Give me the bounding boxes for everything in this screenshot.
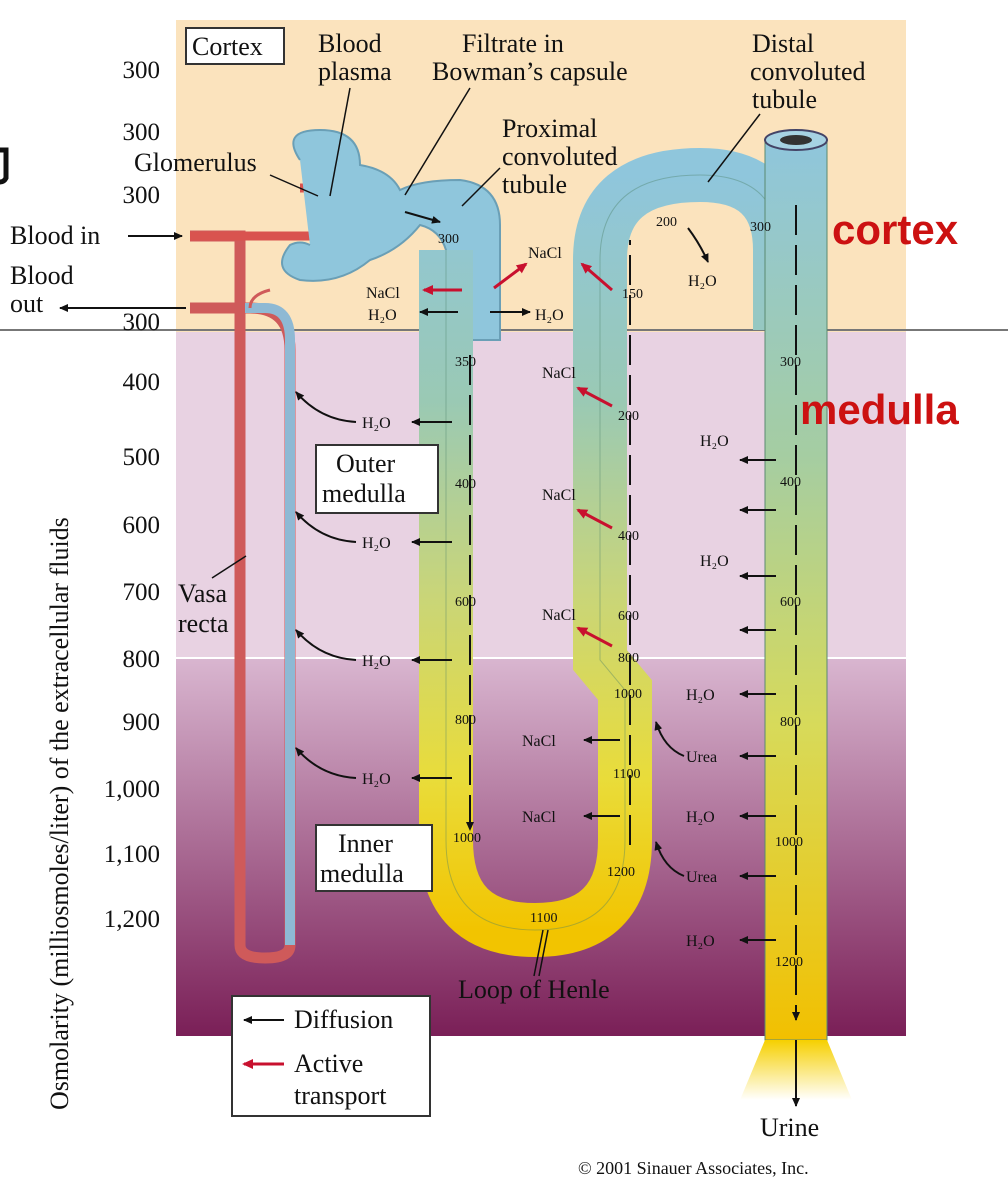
h2o-label: H₂O (686, 933, 715, 950)
y-axis-label: Osmolarity (milliosmoles/liter) of the e… (45, 517, 74, 1110)
distal-value: 200 (656, 215, 677, 230)
ascending-value: 1100 (613, 767, 640, 782)
filtrate-label: Filtrate in (462, 29, 564, 58)
h2o-label: H₂O (686, 809, 715, 826)
blood-plasma-label: plasma (318, 57, 392, 86)
proximal-value: 300 (438, 232, 459, 247)
y-tick: 500 (123, 444, 161, 471)
nacl-label: NaCl (542, 365, 576, 382)
distal-label: tubule (752, 85, 817, 114)
loop-of-henle-label: Loop of Henle (458, 975, 610, 1004)
outer-medulla-box (315, 444, 439, 514)
h2o-label: H₂O (700, 433, 729, 450)
legend (231, 995, 431, 1117)
glomerulus-label: Glomerulus (134, 148, 257, 177)
nacl-label: NaCl (542, 487, 576, 504)
inner-medulla-label: Inner (338, 829, 393, 858)
y-tick: 600 (123, 512, 161, 539)
y-tick: 900 (123, 709, 161, 736)
h2o-label: H₂O (362, 535, 391, 552)
h2o-label: H₂O (535, 307, 564, 324)
descending-value: 600 (455, 595, 476, 610)
filtrate-label: Bowman’s capsule (432, 57, 628, 86)
urea-label: Urea (686, 749, 717, 766)
legend-active-label: Active (294, 1049, 363, 1078)
h2o-label: H₂O (362, 653, 391, 670)
descending-value: 1000 (453, 831, 481, 846)
h2o-label: H₂O (362, 415, 391, 432)
y-tick: 300 (123, 309, 161, 336)
h2o-label: H₂O (688, 273, 717, 290)
outer-medulla-label: medulla (322, 479, 406, 508)
y-tick: 800 (123, 646, 161, 673)
ascending-value: 150 (622, 287, 643, 302)
y-tick: 300 (123, 57, 161, 84)
nacl-label: NaCl (528, 245, 562, 262)
nacl-label: NaCl (522, 733, 556, 750)
y-tick: 300 (123, 182, 161, 209)
legend-diffusion-label: Diffusion (294, 1005, 393, 1034)
proximal-label: convoluted (502, 142, 618, 171)
vasa-recta-ascending (245, 303, 295, 945)
blood-out-label: Blood (10, 261, 74, 290)
y-tick: 1,100 (104, 841, 160, 868)
ascending-value: 1200 (607, 865, 635, 880)
vasa-recta-label: Vasa (178, 579, 228, 608)
collecting-value: 300 (780, 355, 801, 370)
distal-label: Distal (752, 29, 814, 58)
vasa-recta-label: recta (178, 609, 229, 638)
ascending-value: 200 (618, 409, 639, 424)
y-tick: 700 (123, 579, 161, 606)
descending-value: 350 (455, 355, 476, 370)
collecting-value: 800 (780, 715, 801, 730)
nephron-tubule (419, 147, 807, 958)
blood-plasma-label: Blood (318, 29, 382, 58)
copyright: © 2001 Sinauer Associates, Inc. (578, 1158, 809, 1178)
legend-active-label: transport (294, 1081, 387, 1110)
cortex-label: Cortex (192, 32, 263, 61)
inner-medulla-box (315, 824, 433, 892)
collecting-value: 1200 (775, 955, 803, 970)
loop-bottom-value: 1100 (530, 911, 557, 926)
distal-label: convoluted (750, 57, 866, 86)
proximal-label: Proximal (502, 114, 597, 143)
urine-label: Urine (760, 1113, 819, 1142)
ascending-value: 800 (618, 651, 639, 666)
y-tick: 1,000 (104, 776, 160, 803)
collecting-value: 1000 (775, 835, 803, 850)
descending-value: 400 (455, 477, 476, 492)
nacl-label: NaCl (542, 607, 576, 624)
h2o-label: H₂O (686, 687, 715, 704)
nacl-label: NaCl (366, 285, 400, 302)
ascending-value: 600 (618, 609, 639, 624)
h2o-label: H₂O (368, 307, 397, 324)
y-tick: 1,200 (104, 906, 160, 933)
y-tick: 300 (123, 119, 161, 146)
outer-medulla-label: Outer (336, 449, 396, 478)
urea-label: Urea (686, 869, 717, 886)
h2o-label: H₂O (362, 771, 391, 788)
h2o-label: H₂O (700, 553, 729, 570)
cortex-label-box (185, 27, 285, 65)
medulla-big-label: medulla (800, 386, 959, 433)
cortex-big-label: cortex (832, 206, 959, 253)
descending-value: 800 (455, 713, 476, 728)
inner-medulla-label: medulla (320, 859, 404, 888)
nacl-label: NaCl (522, 809, 556, 826)
y-tick: 400 (123, 369, 161, 396)
distal-value: 300 (750, 220, 771, 235)
ascending-value: 400 (618, 529, 639, 544)
collecting-value: 400 (780, 475, 801, 490)
blood-out-label: out (10, 289, 44, 318)
cropped-glyph (0, 147, 9, 185)
blood-in-label: Blood in (10, 221, 100, 250)
collecting-value: 600 (780, 595, 801, 610)
proximal-label: tubule (502, 170, 567, 199)
bowmans-capsule (281, 128, 501, 341)
ascending-value: 1000 (614, 687, 642, 702)
